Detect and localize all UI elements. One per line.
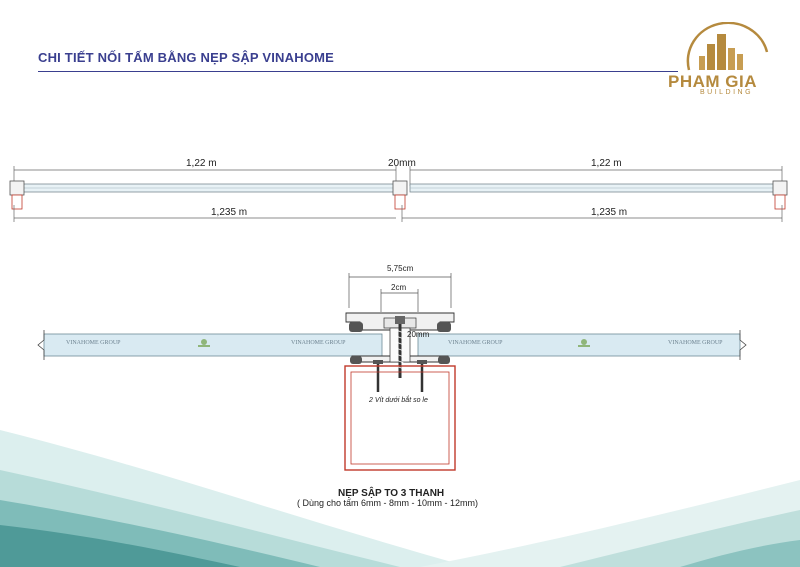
title-underline	[38, 71, 678, 72]
top-panel-view	[9, 166, 788, 222]
logo-subtitle: BUILDING	[700, 89, 754, 96]
screw-length-label: 20mm	[407, 330, 430, 339]
panel-brand-text: VINAHOME GROUP	[448, 340, 503, 346]
screw-note-label: 2 Vít dưới bắt so le	[369, 397, 428, 404]
overall-right-label: 1,235 m	[591, 207, 628, 218]
panel-brand-text: VINAHOME GROUP	[66, 340, 121, 346]
overall-left-label: 1,235 m	[211, 207, 248, 218]
panel-logo-icon	[198, 339, 210, 347]
usage-note: ( Dùng cho tấm 6mm - 8mm - 10mm - 12mm)	[297, 498, 479, 508]
inner-width-label: 2cm	[391, 283, 407, 292]
profile-width-label: 5,75cm	[387, 264, 414, 273]
panel-width-left-label: 1,22 m	[186, 158, 217, 169]
page-title: CHI TIẾT NỐI TẤM BẰNG NẸP SẬP VINAHOME	[38, 50, 335, 65]
panel-brand-text: VINAHOME GROUP	[668, 340, 723, 346]
gap-label: 20mm	[388, 158, 416, 169]
panel-width-right-label: 1,22 m	[591, 158, 622, 169]
company-logo-icon	[686, 22, 769, 71]
panel-logo-icon	[578, 339, 590, 347]
logo-name: PHAM GIA	[668, 72, 757, 91]
panel-brand-text: VINAHOME GROUP	[291, 340, 346, 346]
product-name: NẸP SẬP TO 3 THANH	[338, 488, 445, 499]
